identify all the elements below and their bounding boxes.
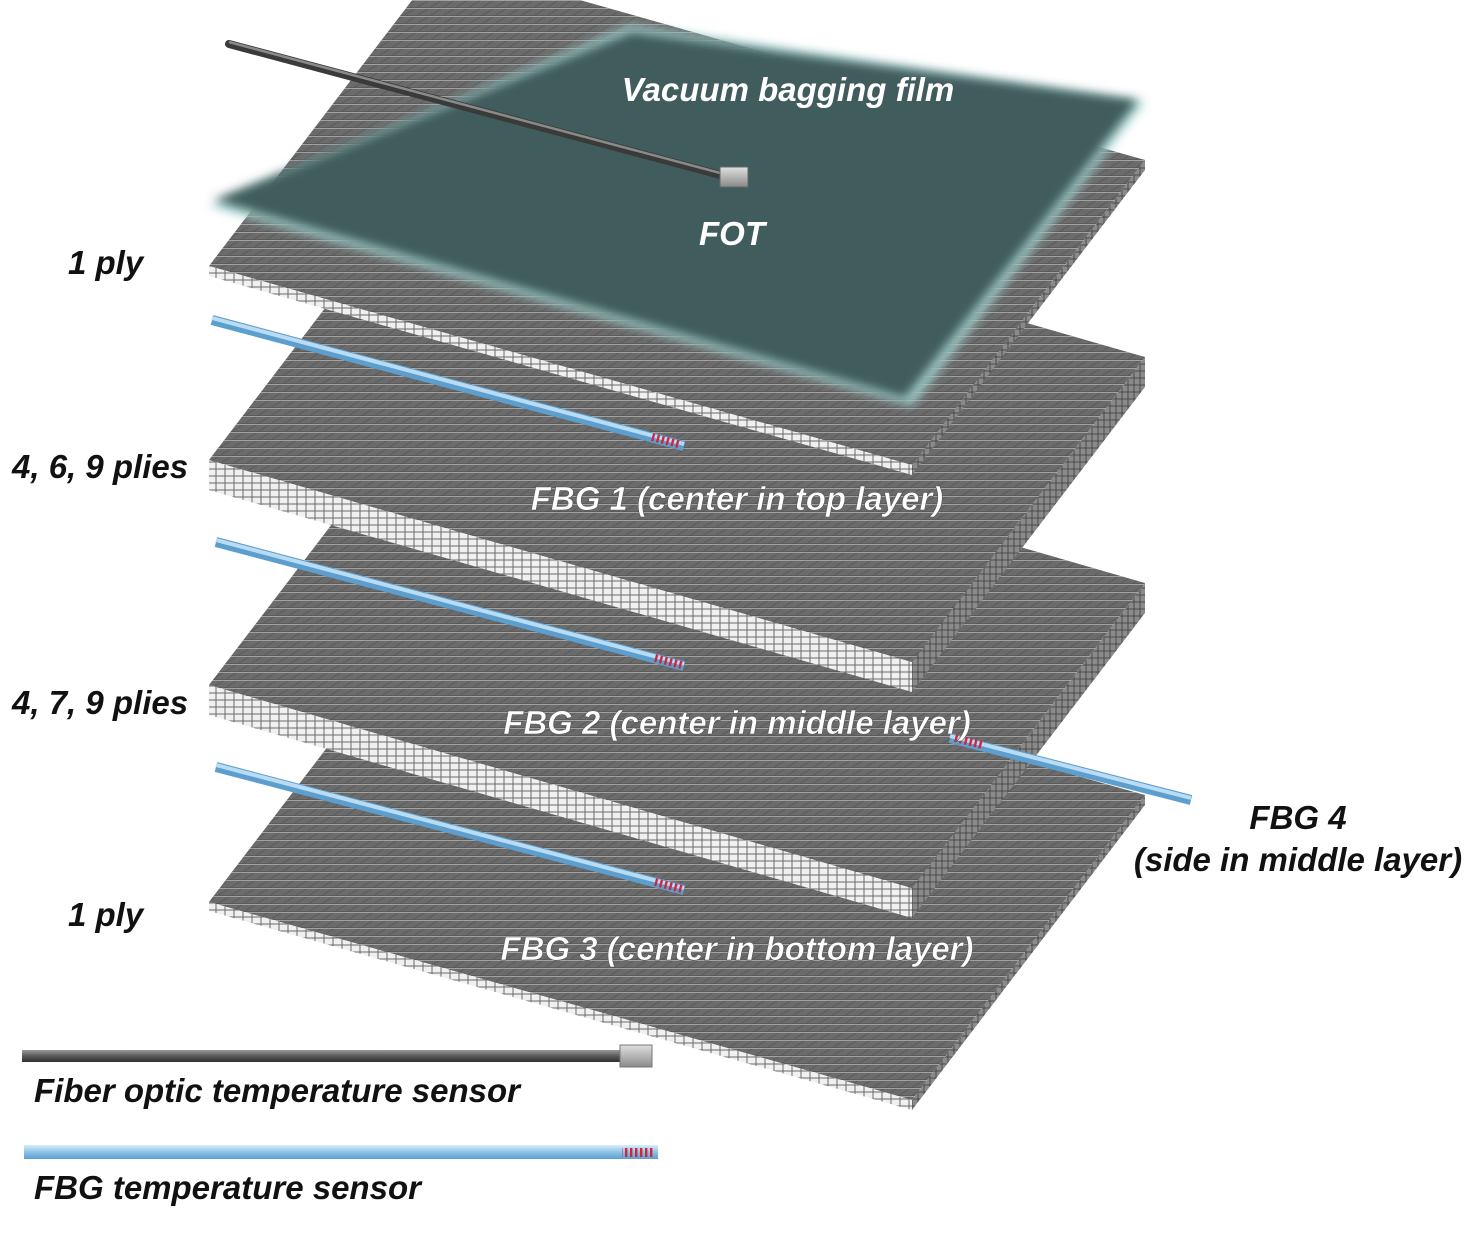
layer4-label: 1 ply xyxy=(68,896,145,933)
fbg2-label: FBG 2 (center in middle layer) xyxy=(503,704,971,741)
layer2-label: 4, 6, 9 plies xyxy=(11,448,188,485)
vacuum-bagging-film xyxy=(209,25,1145,406)
fbg4-fiber xyxy=(948,733,1193,805)
fot-cable xyxy=(225,40,749,188)
legend-fbg-label: FBG temperature sensor xyxy=(34,1169,423,1206)
fot-label: FOT xyxy=(699,215,768,252)
fbg4-label-line1: FBG 4 xyxy=(1249,799,1346,836)
fbg2-fiber xyxy=(214,537,686,671)
fbg1-label: FBG 1 (center in top layer) xyxy=(531,480,944,517)
legend-fbg-icon xyxy=(24,1145,658,1159)
vacuum-film-label: Vacuum bagging film xyxy=(622,71,954,108)
fbg3-fiber xyxy=(214,762,686,895)
fbg3-label: FBG 3 (center in bottom layer) xyxy=(500,930,973,967)
legend-fot-icon xyxy=(22,1044,653,1068)
legend-fot-label: Fiber optic temperature sensor xyxy=(34,1072,522,1109)
fbg4-label-line2: (side in middle layer) xyxy=(1134,841,1462,878)
layer3-label: 4, 7, 9 plies xyxy=(11,684,188,721)
layer1-label: 1 ply xyxy=(68,244,145,281)
fbg1-fiber xyxy=(210,315,686,451)
legend: Fiber optic temperature sensor FBG tempe… xyxy=(22,1044,658,1206)
